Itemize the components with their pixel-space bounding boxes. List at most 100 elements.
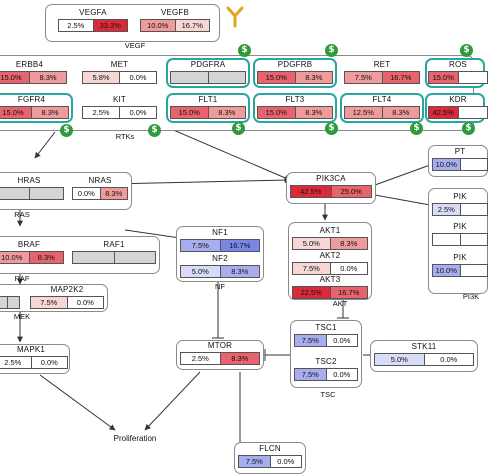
value-cohort-a	[0, 297, 8, 308]
value-cohort-b: 8.3%	[29, 252, 63, 263]
value-cohort-a: 15.0%	[258, 107, 296, 118]
node-name-label: AKT1	[319, 226, 341, 235]
node-name-label: MAPK1	[16, 345, 46, 354]
value-cohort-b: 8.3%	[100, 188, 127, 199]
node-values: 2.5%0.0%	[0, 356, 68, 369]
edge-nf-raf	[124, 229, 181, 239]
edge-pten-pik3ca	[374, 164, 431, 186]
node-values: 5.0%8.3%	[180, 265, 260, 278]
node-values: 7.5%0.0%	[30, 296, 104, 309]
dollar-drug-icon: $	[325, 122, 338, 135]
node-map2k2[interactable]: MAP2K2 7.5%0.0%	[30, 285, 104, 311]
node-pik-b[interactable]: PIK	[432, 222, 488, 248]
edge-mapk-proliferation	[39, 374, 116, 431]
node-stk11[interactable]: STK11 5.0%0.0%	[374, 342, 474, 368]
node-name-label: FLT3	[285, 95, 305, 104]
value-cohort-b: 0.0%	[120, 72, 156, 83]
node-values: 7.5%0.0%	[294, 368, 358, 381]
value-cohort-a: 15.0%	[171, 107, 209, 118]
node-values: 15.0%8.3%	[170, 106, 246, 119]
node-map2k1[interactable]	[0, 285, 20, 311]
node-values: 15.0%8.3%	[0, 106, 69, 119]
node-name-label: MAP2K2	[50, 285, 84, 294]
node-hras[interactable]: HRAS	[0, 176, 64, 202]
node-values: 5.0%0.0%	[374, 353, 474, 366]
node-name-label: NF1	[212, 228, 228, 237]
node-values: 42.5%25.0%	[290, 185, 372, 198]
node-values: 5.0%8.3%	[292, 237, 368, 250]
mek-group-label: MEK	[13, 312, 31, 321]
value-cohort-a: 15.0%	[0, 72, 30, 83]
node-raf1[interactable]: RAF1	[72, 240, 156, 266]
value-cohort-a	[433, 234, 461, 245]
value-cohort-a: 7.5%	[31, 297, 68, 308]
raf-group-label: RAF	[14, 274, 30, 283]
value-cohort-b	[7, 297, 19, 308]
node-name-label: PDGFRA	[190, 60, 226, 69]
node-name-label: FGFR4	[17, 95, 46, 104]
rtks-group-label: RTKs	[115, 132, 135, 141]
node-fgfr4[interactable]: FGFR4 15.0%8.3%	[0, 95, 69, 121]
node-name-label: RAF1	[103, 240, 125, 249]
node-name-label: MTOR	[207, 341, 233, 350]
value-cohort-b: 0.0%	[326, 369, 357, 380]
node-pdgfra[interactable]: PDGFRA	[170, 60, 246, 86]
value-cohort-b	[458, 107, 487, 118]
value-cohort-b: 0.0%	[326, 335, 357, 346]
value-cohort-b	[208, 72, 245, 83]
node-name-label: VEGFA	[79, 8, 107, 17]
tsc-group-label: TSC	[320, 390, 336, 399]
value-cohort-b: 0.0%	[330, 263, 367, 274]
value-cohort-a: 2.5%	[83, 107, 120, 118]
node-values: 12.5%8.3%	[344, 106, 420, 119]
edge-mtor-proliferation	[144, 371, 201, 431]
value-cohort-b: 8.3%	[30, 72, 66, 83]
value-cohort-a: 2.5%	[59, 20, 94, 31]
value-cohort-a: 5.0%	[375, 354, 425, 365]
value-cohort-b: 0.0%	[67, 297, 103, 308]
value-cohort-a: 0.0%	[73, 188, 101, 199]
value-cohort-b	[460, 204, 487, 215]
node-name-label: STK11	[411, 342, 437, 351]
node-name-label: PDGFRB	[277, 60, 313, 69]
value-cohort-b	[460, 159, 487, 170]
edge-rtks-ras	[34, 131, 56, 159]
node-values: 10.0%	[432, 158, 488, 171]
node-name-label: BRAF	[17, 240, 41, 249]
node-values: 2.5%	[432, 203, 488, 216]
node-akt1[interactable]: AKT1 5.0%8.3%	[292, 226, 368, 252]
vegf-group-label: VEGF	[124, 41, 146, 50]
value-cohort-b: 8.3%	[32, 107, 68, 118]
node-values: 15.0%	[428, 71, 488, 84]
node-mapk1[interactable]: MAPK1 2.5%0.0%	[0, 345, 68, 371]
node-values: 7.5%0.0%	[294, 334, 358, 347]
value-cohort-b	[29, 188, 63, 199]
